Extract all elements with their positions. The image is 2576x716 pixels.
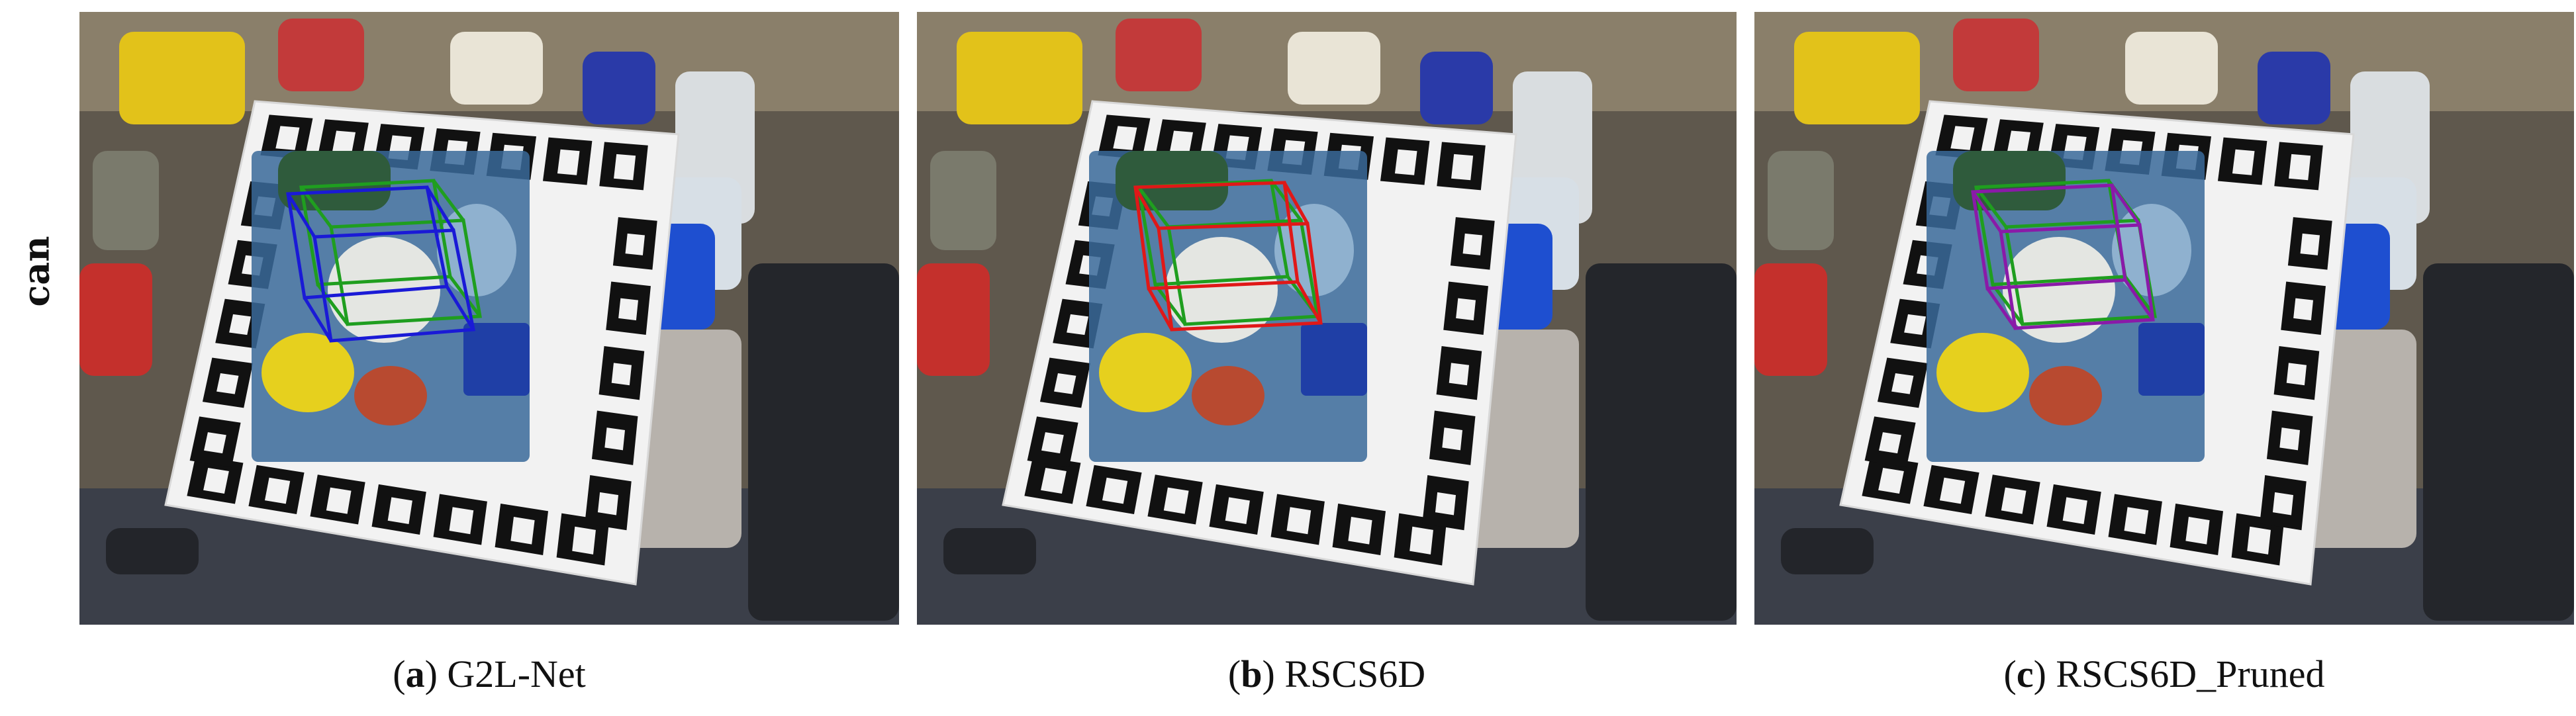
row-label-text: can <box>15 236 58 307</box>
caption-b-letter: b <box>1241 652 1263 695</box>
caption-a: (a) G2L-Net <box>393 652 586 695</box>
caption-a-letter: a <box>405 652 425 695</box>
panel-c-image <box>1754 12 2574 625</box>
caption-c-letter: c <box>2016 652 2034 695</box>
caption-b: (b) RSCS6D <box>1227 652 1426 695</box>
scene-illustration <box>79 12 899 625</box>
caption-b-method: RSCS6D <box>1284 652 1426 695</box>
scene-illustration <box>917 12 1737 625</box>
panel-b-image <box>917 12 1737 625</box>
caption-c-method: RSCS6D_Pruned <box>2056 652 2325 695</box>
row-label: can <box>0 218 73 324</box>
panel-a-image <box>79 12 899 625</box>
caption-c: (c) RSCS6D_Pruned <box>2003 652 2325 695</box>
caption-a-method: G2L-Net <box>447 652 586 695</box>
scene-illustration <box>1754 12 2574 625</box>
